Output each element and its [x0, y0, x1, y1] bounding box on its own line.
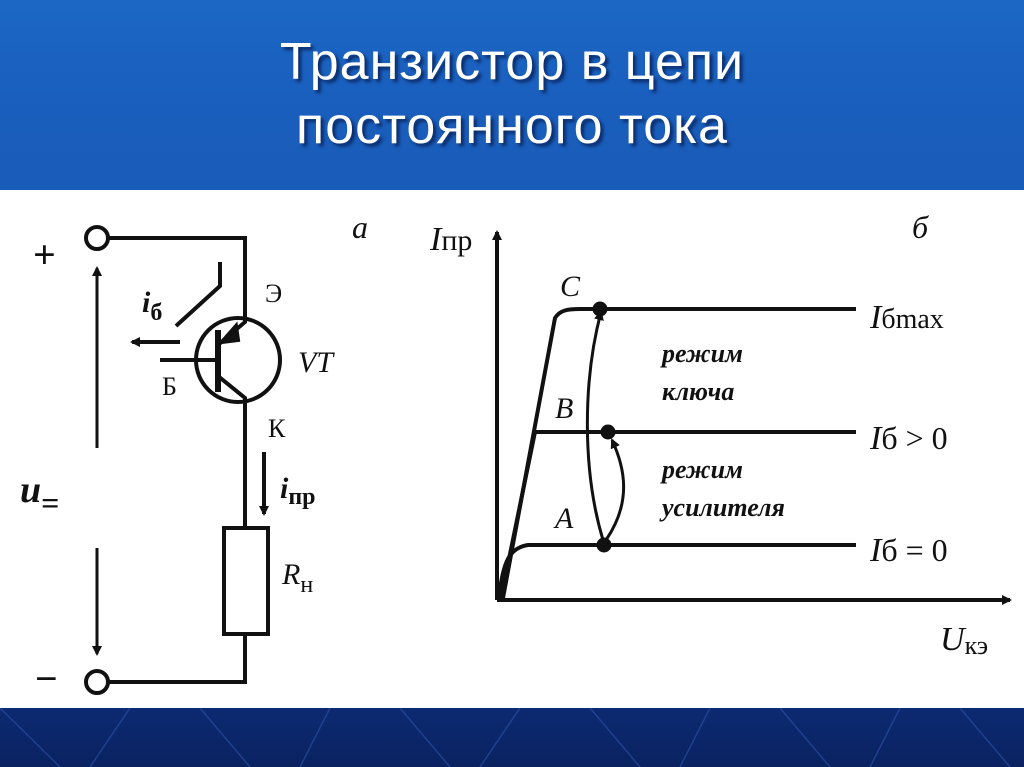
transistor-label: VT	[298, 346, 335, 379]
voltage-label: u=	[20, 469, 59, 521]
emitter-label: Э	[265, 279, 282, 308]
curve-ib-zero	[497, 543, 856, 599]
characteristic-graph	[492, 230, 1012, 605]
region-amp-line-2: усилителя	[659, 493, 785, 522]
point-c-dot	[592, 301, 608, 317]
footer-pattern	[0, 708, 1011, 767]
title-line-2: постоянного тока	[296, 97, 728, 155]
minus-label: −	[35, 656, 58, 701]
graph-panel-label: б	[912, 209, 929, 245]
point-a-dot	[596, 537, 612, 553]
curve-ib-max	[501, 307, 856, 599]
point-c-label: C	[560, 270, 581, 303]
point-a-label: A	[553, 502, 574, 535]
curve-ib-positive-label: Iб > 0	[869, 420, 948, 457]
slide-footer	[0, 708, 1024, 767]
transition-arrow-up	[585, 310, 605, 541]
title-line-1: Транзистор в цепи	[279, 33, 745, 91]
region-key-line-1: режим	[660, 339, 743, 368]
curve-ib-zero-label: Iб = 0	[869, 532, 948, 569]
load-label: Rн	[281, 558, 313, 598]
plus-label: +	[33, 232, 56, 277]
load-resistor	[222, 526, 270, 636]
emitter-arrow	[217, 321, 241, 345]
base-label: Б	[162, 372, 177, 401]
bottom-wire	[108, 634, 247, 684]
transition-arrow-a-b	[604, 438, 626, 541]
point-b-dot	[600, 424, 616, 440]
diagram-svg: а + − u= iб Э Б К VT iпр Rн	[20, 209, 1012, 701]
circuit-panel-label: а	[352, 209, 368, 245]
x-axis-label: Uкэ	[940, 621, 988, 660]
collector-lead	[216, 374, 247, 528]
diagram-canvas: а + − u= iб Э Б К VT iпр Rн	[0, 190, 1024, 708]
minus-terminal	[84, 669, 110, 695]
circuit-diagram	[84, 225, 282, 695]
region-amp-line-1: режим	[660, 455, 743, 484]
collector-current-label: iпр	[280, 472, 316, 510]
region-key-line-2: ключа	[662, 377, 734, 406]
plus-terminal	[84, 225, 110, 251]
base-current-path	[174, 262, 222, 328]
collector-label: К	[268, 414, 286, 443]
base-current-label: iб	[142, 286, 162, 326]
slide-header: Транзистор в цепи постоянного тока	[0, 0, 1024, 190]
top-wire	[108, 236, 247, 305]
y-axis-label: Iпр	[429, 221, 472, 258]
point-b-label: B	[555, 392, 573, 425]
curve-ib-max-label: Iбmax	[869, 299, 944, 336]
slide-title: Транзистор в цепи постоянного тока	[0, 30, 1024, 158]
